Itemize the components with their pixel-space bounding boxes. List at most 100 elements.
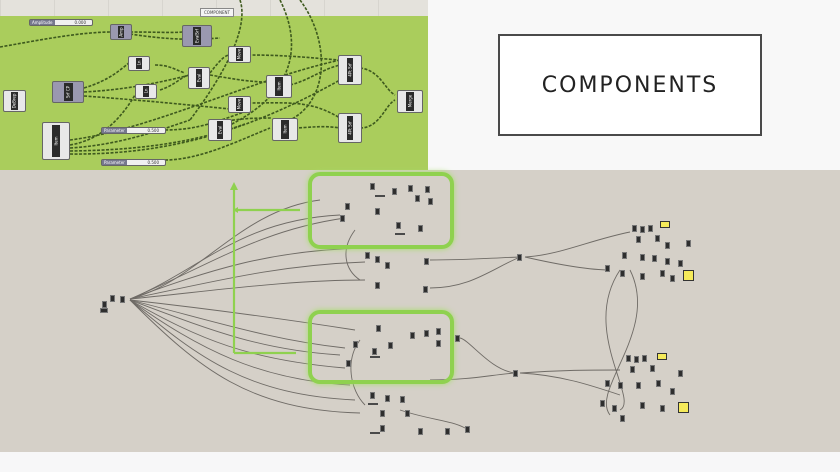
cluster-node[interactable] bbox=[636, 236, 641, 243]
component-evalsrf[interactable]: EvalSrf bbox=[182, 25, 212, 47]
output-panel[interactable] bbox=[657, 353, 667, 360]
cluster-node[interactable] bbox=[686, 240, 691, 247]
cluster-node[interactable] bbox=[340, 215, 345, 222]
cluster-node[interactable] bbox=[678, 370, 683, 377]
cluster-node[interactable] bbox=[423, 286, 428, 293]
group-label[interactable]: COMPONENT bbox=[200, 8, 234, 17]
cluster-node[interactable] bbox=[660, 405, 665, 412]
cluster-node[interactable] bbox=[425, 186, 430, 193]
zoomed-grasshopper-canvas[interactable]: COMPONENT bbox=[0, 0, 428, 170]
cluster-node[interactable] bbox=[376, 325, 381, 332]
cluster-node[interactable] bbox=[455, 335, 460, 342]
cluster-node[interactable] bbox=[345, 203, 350, 210]
cluster-node[interactable] bbox=[365, 252, 370, 259]
cluster-node[interactable] bbox=[620, 415, 625, 422]
cluster-node[interactable] bbox=[410, 332, 415, 339]
cluster-node[interactable] bbox=[660, 270, 665, 277]
cluster-node[interactable] bbox=[620, 270, 625, 277]
output-panel[interactable] bbox=[660, 221, 670, 228]
cluster-node[interactable] bbox=[385, 395, 390, 402]
component-line-1[interactable]: Ln bbox=[128, 56, 150, 71]
cluster-node[interactable] bbox=[670, 388, 675, 395]
component-merge[interactable]: Merge bbox=[397, 90, 423, 113]
source-node[interactable] bbox=[120, 296, 125, 303]
component-4pt-surface-2[interactable]: 4Pt Srf bbox=[338, 113, 362, 143]
component-surface-closest-point[interactable]: Srf CP bbox=[52, 81, 84, 103]
cluster-node[interactable] bbox=[370, 183, 375, 190]
cluster-node[interactable] bbox=[650, 365, 655, 372]
cluster-node[interactable] bbox=[656, 380, 661, 387]
cluster-node[interactable] bbox=[408, 185, 413, 192]
cluster-node[interactable] bbox=[600, 400, 605, 407]
parameter-slider-1[interactable]: Parameter 0.500 bbox=[101, 127, 166, 134]
cluster-node[interactable] bbox=[375, 208, 380, 215]
cluster-node[interactable] bbox=[418, 225, 423, 232]
cluster-node[interactable] bbox=[385, 262, 390, 269]
cluster-node[interactable] bbox=[388, 342, 393, 349]
cluster-node[interactable] bbox=[375, 256, 380, 263]
component-evaluate-curve-2[interactable]: Eval bbox=[208, 119, 232, 141]
cluster-node[interactable] bbox=[405, 410, 410, 417]
cluster-node[interactable] bbox=[375, 282, 380, 289]
cluster-node[interactable] bbox=[517, 254, 522, 261]
cluster-node[interactable] bbox=[424, 330, 429, 337]
cluster-node[interactable] bbox=[380, 410, 385, 417]
cluster-node[interactable] bbox=[665, 242, 670, 249]
cluster-node[interactable] bbox=[436, 340, 441, 347]
output-panel[interactable] bbox=[678, 402, 689, 413]
output-panel[interactable] bbox=[683, 270, 694, 281]
cluster-node[interactable] bbox=[605, 265, 610, 272]
component-move-2[interactable]: Move bbox=[228, 96, 251, 113]
amplitude-slider[interactable]: Amplitude 0.000 bbox=[29, 19, 93, 26]
cluster-node[interactable] bbox=[400, 396, 405, 403]
cluster-node[interactable] bbox=[445, 428, 450, 435]
cluster-node[interactable] bbox=[436, 328, 441, 335]
overview-grasshopper-canvas[interactable] bbox=[0, 170, 840, 452]
component-amp[interactable]: Amp bbox=[110, 24, 132, 40]
cluster-node[interactable] bbox=[612, 405, 617, 412]
cluster-node[interactable] bbox=[648, 225, 653, 232]
cluster-node[interactable] bbox=[424, 258, 429, 265]
cluster-node[interactable] bbox=[665, 258, 670, 265]
cluster-node[interactable] bbox=[678, 260, 683, 267]
cluster-node[interactable] bbox=[415, 195, 420, 202]
component-evaluate-curve-1[interactable]: Eval bbox=[188, 67, 210, 89]
cluster-node[interactable] bbox=[622, 252, 627, 259]
component-list-item-1[interactable]: Item bbox=[266, 75, 292, 98]
cluster-node[interactable] bbox=[640, 402, 645, 409]
component-list-item-2[interactable]: Item bbox=[272, 118, 298, 141]
cluster-node[interactable] bbox=[634, 356, 639, 363]
cluster-node[interactable] bbox=[640, 254, 645, 261]
cluster-node[interactable] bbox=[392, 188, 397, 195]
cluster-node[interactable] bbox=[652, 255, 657, 262]
cluster-node[interactable] bbox=[640, 273, 645, 280]
cluster-node[interactable] bbox=[605, 380, 610, 387]
cluster-node[interactable] bbox=[428, 198, 433, 205]
cluster-node[interactable] bbox=[353, 341, 358, 348]
cluster-node[interactable] bbox=[380, 425, 385, 432]
cluster-node[interactable] bbox=[396, 222, 401, 229]
cluster-node[interactable] bbox=[626, 355, 631, 362]
cluster-node[interactable] bbox=[642, 355, 647, 362]
component-list-item-3[interactable]: Item bbox=[42, 122, 70, 160]
cluster-node[interactable] bbox=[513, 370, 518, 377]
component-4pt-surface-1[interactable]: 4Pt Srf bbox=[338, 55, 362, 85]
cluster-node[interactable] bbox=[640, 226, 645, 233]
cluster-node[interactable] bbox=[418, 428, 423, 435]
source-node[interactable] bbox=[110, 295, 115, 302]
cluster-node[interactable] bbox=[670, 275, 675, 282]
cluster-node[interactable] bbox=[630, 366, 635, 373]
cluster-node[interactable] bbox=[372, 348, 377, 355]
parameter-slider-2[interactable]: Parameter 0.500 bbox=[101, 159, 166, 166]
component-move-1[interactable]: Move bbox=[228, 46, 251, 63]
source-node[interactable] bbox=[100, 308, 108, 313]
component-deconstruct-brep[interactable]: DeBrep bbox=[3, 90, 26, 112]
cluster-node[interactable] bbox=[346, 360, 351, 367]
cluster-node[interactable] bbox=[465, 426, 470, 433]
cluster-node[interactable] bbox=[618, 382, 623, 389]
component-line-2[interactable]: Ln bbox=[135, 84, 157, 99]
cluster-node[interactable] bbox=[636, 382, 641, 389]
cluster-node[interactable] bbox=[370, 392, 375, 399]
cluster-node[interactable] bbox=[632, 225, 637, 232]
cluster-node[interactable] bbox=[655, 235, 660, 242]
